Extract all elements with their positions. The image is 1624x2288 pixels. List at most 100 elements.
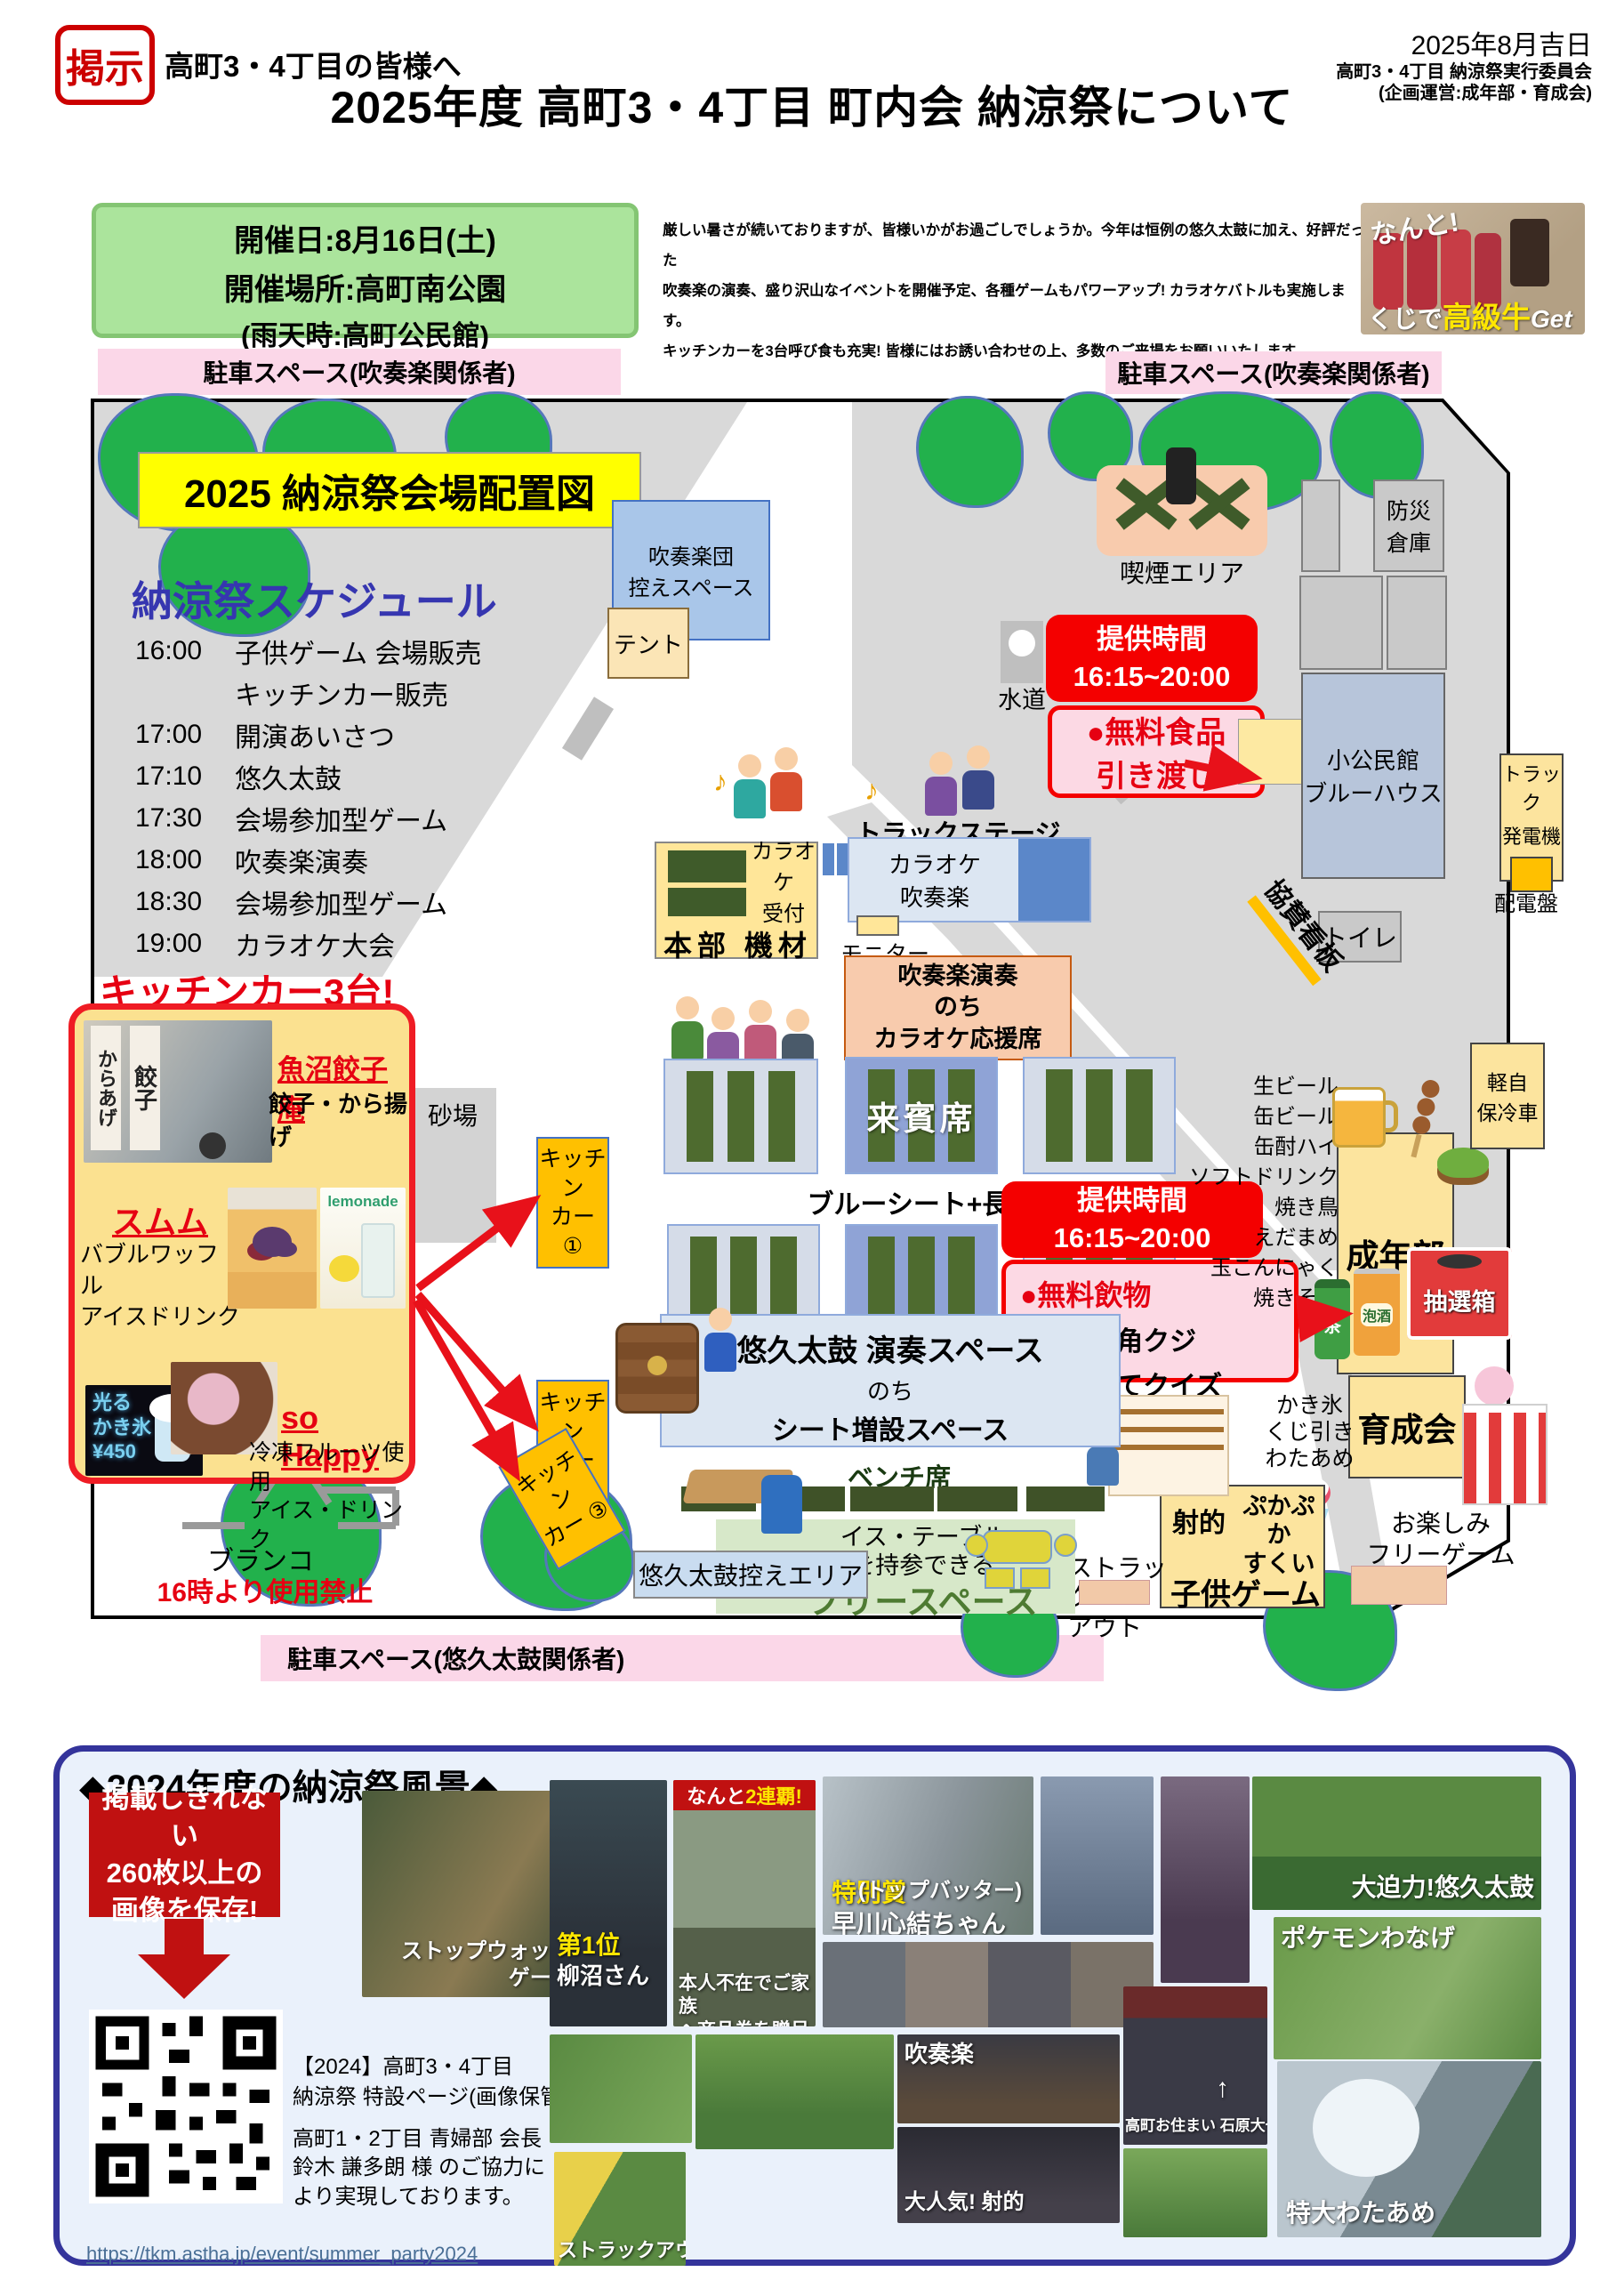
singer-illustration bbox=[770, 747, 802, 811]
tent-label: テント bbox=[613, 631, 683, 658]
photo-ring-toss: ポケモンわなげ bbox=[1274, 1917, 1541, 2059]
swing-ban-text: 16時より使用禁止 bbox=[157, 1578, 374, 1607]
map-title: 2025 納涼祭会場配置図 bbox=[138, 452, 641, 528]
ikuseikai-label: 育成会 bbox=[1357, 1412, 1457, 1448]
reception-label-wrap: カラオケ 受付 bbox=[749, 840, 818, 926]
vendor-photo-waffle bbox=[228, 1188, 317, 1309]
singer-illustration bbox=[925, 752, 957, 816]
schedule-time: 18:00 bbox=[135, 844, 203, 874]
cheering-seats-label: 吹奏楽演奏 のち カラオケ応援席 bbox=[873, 963, 1042, 1052]
schedule-event: 開演あいさつ bbox=[235, 722, 395, 753]
pukapuka-label: ぷかぷか すくい bbox=[1242, 1493, 1315, 1577]
band-waiting-label: 吹奏楽団 控えスペース bbox=[628, 545, 754, 600]
save-note-box: 掲載しきれない 260枚以上の 画像を保存! bbox=[89, 1783, 280, 1926]
bosai-box: 防災 倉庫 bbox=[1373, 479, 1444, 572]
schedule-event: 会場参加型ゲーム bbox=[235, 890, 448, 920]
photo-special-prize: 特別賞 早川心結ちゃん (トップバッター) bbox=[823, 1776, 1033, 1935]
kodomo-game-label: 子供ゲーム bbox=[1170, 1578, 1321, 1612]
up-arrow-icon: ↑ bbox=[1216, 2074, 1229, 2103]
committee-line: 高町3・4丁目 納涼祭実行委員会 bbox=[1336, 62, 1592, 82]
shateki-label: 射的 bbox=[1172, 1509, 1226, 1538]
storage-box bbox=[1301, 479, 1340, 572]
taiko-space-line1: 悠久太鼓 演奏スペース bbox=[736, 1334, 1044, 1368]
vendor-photo-lemonade: lemonade bbox=[320, 1188, 406, 1309]
sandbox-label: 砂場 bbox=[427, 1102, 478, 1130]
serving-time-top-label: 提供時間 16:15~20:00 bbox=[1073, 624, 1231, 692]
lemon-icon bbox=[329, 1255, 359, 1282]
beer-icon bbox=[1332, 1087, 1398, 1148]
table-icon bbox=[668, 850, 746, 882]
vendor-photo-icecream bbox=[171, 1362, 277, 1454]
event-rain: (雨天時:高町公民館) bbox=[241, 320, 489, 351]
prize-a: くじで bbox=[1368, 305, 1443, 333]
schedule-event: キッチンカー販売 bbox=[235, 681, 448, 711]
mat-icon bbox=[985, 1567, 1015, 1589]
meat-pack bbox=[1510, 219, 1549, 286]
lemonade-text: lemonade bbox=[327, 1193, 398, 1210]
parking-brass-right: 駐車スペース(吹奏楽関係者) bbox=[1105, 351, 1442, 394]
mat-icon bbox=[965, 1534, 988, 1557]
parking-brass-left-label: 駐車スペース(吹奏楽関係者) bbox=[203, 359, 516, 387]
game-booth-icon bbox=[1464, 1406, 1546, 1503]
archive-url-link[interactable]: https://tkm.astha.jp/event/summer_party2… bbox=[86, 2243, 478, 2265]
community-house-label: 小公民館 ブルーハウス bbox=[1304, 747, 1443, 807]
mat-icon bbox=[983, 1530, 1052, 1564]
photo-taiko: 大迫力!悠久太鼓 bbox=[1252, 1776, 1541, 1910]
toilet-label: トイレ bbox=[1322, 924, 1397, 952]
tent-box: テント bbox=[607, 608, 689, 679]
prize-b: 高級牛 bbox=[1443, 301, 1532, 334]
edamame-icon bbox=[1437, 1148, 1489, 1178]
banner-text: 2連覇! bbox=[745, 1785, 802, 1808]
lottery-box: 抽選箱 bbox=[1407, 1247, 1512, 1340]
schedule-event: 子供ゲーム 会場販売 bbox=[235, 639, 482, 669]
photo-sax-player: ↑ 高町お住まい 石原大也さん bbox=[1123, 1986, 1267, 2145]
kakigori-menu: かき氷 くじ引き わたあめ bbox=[1263, 1393, 1356, 1471]
prize-word: 特別賞 bbox=[832, 1879, 907, 1906]
photo-caption: ポケモンわなげ bbox=[1281, 1924, 1456, 1952]
taiko-space: 悠久太鼓 演奏スペース のち シート増設スペース bbox=[660, 1314, 1121, 1447]
music-note-icon: ♪ bbox=[864, 774, 879, 806]
water-box bbox=[1001, 621, 1043, 683]
photo-caption: ストップウォッチ ゲーム bbox=[401, 1939, 572, 1990]
photo-singers-row bbox=[823, 1942, 1154, 2027]
drum-icon bbox=[615, 1323, 699, 1414]
struckout-label: ストラック アウト bbox=[1067, 1523, 1183, 1642]
stage-truck-part bbox=[1018, 839, 1089, 921]
swing-label: ブランコ bbox=[167, 1543, 354, 1576]
photo-kids-karaoke bbox=[1041, 1776, 1154, 1935]
free-game-table bbox=[1351, 1566, 1447, 1605]
storage-box bbox=[1299, 576, 1383, 670]
tea-label: 茶 bbox=[1323, 1316, 1341, 1336]
kitchen-car-spot-1-label: キッチン カー ① bbox=[539, 1147, 607, 1259]
drummer-illustration bbox=[704, 1308, 736, 1372]
serving-time-mid-label: 提供時間 16:15~20:00 bbox=[1053, 1185, 1211, 1253]
serving-time-top: 提供時間 16:15~20:00 bbox=[1046, 615, 1258, 702]
photo-caption: (トップバッター) bbox=[858, 1879, 1022, 1903]
hq-box: カラオケ 受付 本部 機材 bbox=[655, 840, 818, 962]
bench-icon bbox=[850, 1486, 934, 1511]
photo-caption: 高町お住まい 石原大也さん bbox=[1125, 2117, 1267, 2134]
photo-first-place: 第1位 柳沼さん bbox=[550, 1780, 667, 2026]
sheet-block bbox=[663, 1059, 818, 1174]
generator-box: トラック 発電機 bbox=[1499, 753, 1564, 892]
truck-wheel-icon bbox=[199, 1132, 226, 1159]
singer-illustration bbox=[962, 745, 994, 810]
mat-icon bbox=[1054, 1534, 1077, 1557]
photo-caption: 大人気! 射的 bbox=[904, 2190, 1025, 2214]
free-food-label: ●無料食品 引き渡し bbox=[1086, 716, 1226, 794]
vendor2-desc: バブルワッフル アイスドリンク bbox=[80, 1241, 240, 1331]
committee-sub-line: (企画運営:成年部・育成会) bbox=[1379, 84, 1592, 103]
credit-text: 高町1・2丁目 青婦部 会長 鈴木 謙多朗 様 のご協力に より実現しております… bbox=[293, 2127, 546, 2209]
handover-spot bbox=[1238, 719, 1302, 785]
lottery-box-label: 抽選箱 bbox=[1423, 1288, 1496, 1316]
swing-ban-label: 16時より使用禁止 bbox=[123, 1575, 407, 1607]
audience-line: 高町3・4丁目の皆様へ bbox=[165, 50, 462, 83]
page-title: 2025年度 高町3・4丁目 町内会 納涼祭について bbox=[330, 83, 1294, 133]
vendor2-name: スムム bbox=[112, 1204, 209, 1240]
event-place: 開催場所:高町南公園 bbox=[223, 273, 507, 307]
